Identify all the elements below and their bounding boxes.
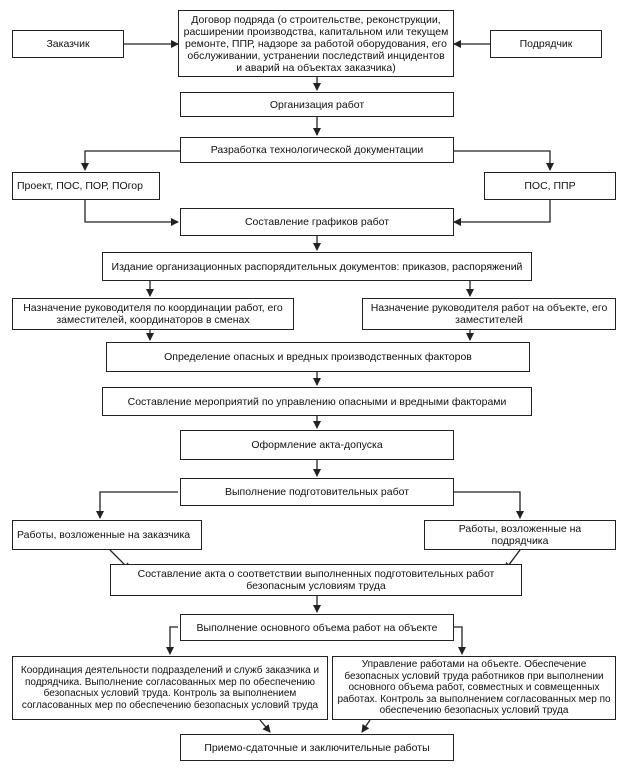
tech-docs-box: Разработка технологической документации <box>180 137 454 163</box>
customer-work-box: Работы, возложенные на заказчика <box>12 520 202 550</box>
docs-left-box: Проект, ПОС, ПОР, ПОгор <box>12 172 160 200</box>
hazards-box: Определение опасных и вредных производст… <box>106 342 530 372</box>
contractor-box: Подрядчик <box>490 30 602 58</box>
contractor-work-box: Работы, возложенные на подрядчика <box>424 520 616 550</box>
prep-work-box: Выполнение подготовительных работ <box>180 478 454 506</box>
coordination-box: Координация деятельности подразделений и… <box>12 656 328 720</box>
management-box: Управление работами на объекте. Обеспече… <box>332 656 616 720</box>
schedules-box: Составление графиков работ <box>180 208 454 236</box>
coord-manager-box: Назначение руководителя по координации р… <box>12 298 294 330</box>
docs-right-box: ПОС, ППР <box>484 172 616 200</box>
site-manager-box: Назначение руководителя работ на объекте… <box>362 298 616 330</box>
customer-box: Заказчик <box>12 30 124 58</box>
contract-box: Договор подряда (о строительстве, реконс… <box>178 10 454 77</box>
organization-box: Организация работ <box>180 92 454 117</box>
main-work-box: Выполнение основного объема работ на объ… <box>180 614 454 641</box>
compliance-act-box: Составление акта о соответствии выполнен… <box>110 564 522 596</box>
orders-box: Издание организационных распорядительных… <box>102 252 532 281</box>
measures-box: Составление мероприятий по управлению оп… <box>102 387 532 416</box>
permit-box: Оформление акта-допуска <box>180 430 454 460</box>
acceptance-box: Приемо-сдаточные и заключительные работы <box>180 734 454 761</box>
